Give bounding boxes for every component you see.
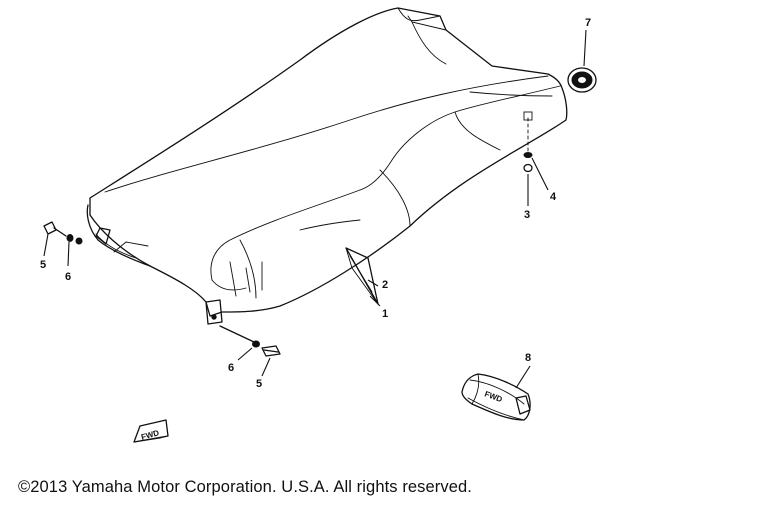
callout-4: 4 — [550, 191, 557, 203]
emblem-part-7 — [567, 29, 597, 93]
callout-1: 1 — [382, 308, 388, 320]
grommet-stack-3-4 — [523, 111, 549, 206]
callout-7: 7 — [585, 17, 591, 29]
fwd-label-decal: FWD — [133, 419, 169, 443]
bolt-set-front — [219, 325, 281, 377]
callout-6-front: 6 — [228, 362, 234, 374]
callout-2: 2 — [382, 279, 388, 291]
callout-6-rear: 6 — [65, 271, 71, 283]
seat-assembly — [75, 7, 568, 325]
callout-5-front: 5 — [256, 378, 262, 390]
seat-pad-part-8: FWD — [461, 365, 531, 421]
tab-part-2 — [345, 247, 381, 307]
callout-8: 8 — [525, 352, 531, 364]
fwd-pad-label: FWD — [483, 389, 503, 404]
bolt-set-rear-left — [43, 221, 74, 267]
callout-3: 3 — [524, 209, 530, 221]
callout-5-rear: 5 — [40, 259, 46, 271]
copyright-notice: ©2013 Yamaha Motor Corporation. U.S.A. A… — [18, 478, 472, 496]
